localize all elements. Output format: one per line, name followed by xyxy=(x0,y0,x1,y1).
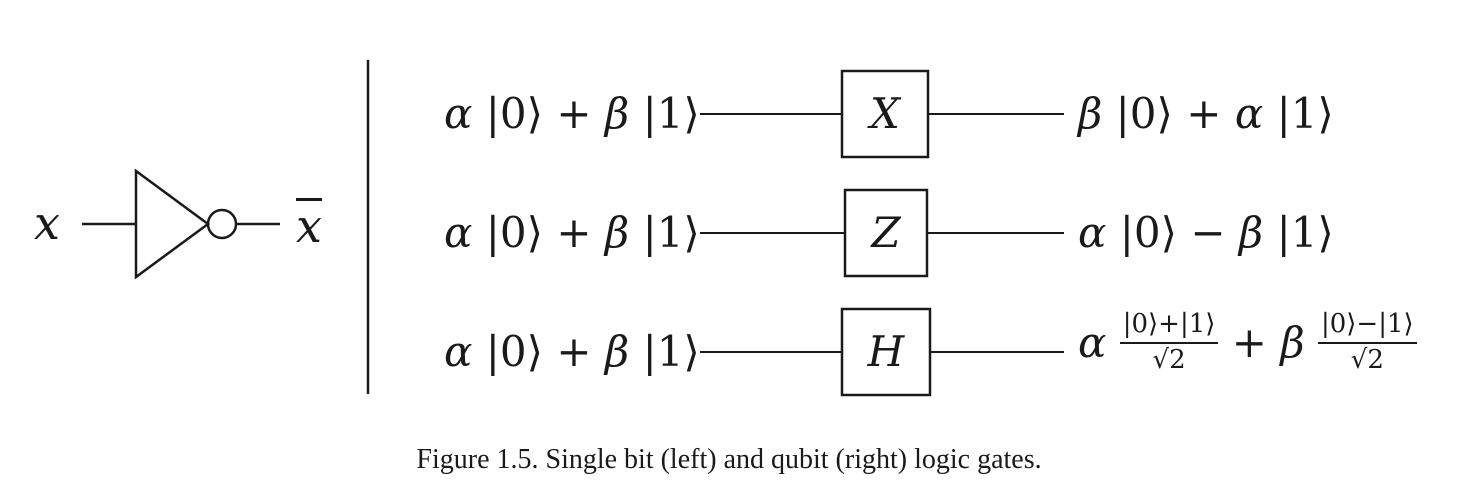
ket-one: |1⟩ xyxy=(1276,208,1334,257)
operator: + xyxy=(556,327,592,376)
z-gate-output-state: α |0⟩ − β |1⟩ xyxy=(1078,212,1334,254)
not-gate-triangle xyxy=(134,168,211,280)
h-gate-output-state: α |0⟩+|1⟩ √2 + β |0⟩−|1⟩ √2 xyxy=(1078,309,1417,376)
ket-zero: |0⟩ xyxy=(1119,208,1177,257)
coef-alpha: α xyxy=(444,327,473,376)
ket-one: |1⟩ xyxy=(642,89,700,138)
ket-one: |1⟩ xyxy=(1276,89,1334,138)
coef-alpha: α xyxy=(1078,208,1107,257)
fraction-numerator: |0⟩+|1⟩ xyxy=(1119,309,1219,344)
caption-text: Figure 1.5. Single bit (left) and qubit … xyxy=(416,444,1042,475)
operator: + xyxy=(1231,317,1267,367)
not-gate-output-label: x xyxy=(296,198,322,253)
coef-beta: β xyxy=(604,208,630,257)
coef-beta: β xyxy=(1280,317,1305,367)
coef-alpha: α xyxy=(1234,89,1264,138)
z-gate-label: Z xyxy=(871,208,901,257)
ket-zero: |0⟩ xyxy=(485,89,543,138)
coef-alpha: α xyxy=(444,208,473,257)
coef-alpha: α xyxy=(444,89,473,138)
coef-alpha: α xyxy=(1078,317,1107,367)
not-gate-input-label: x xyxy=(34,196,60,250)
ket-one: |1⟩ xyxy=(642,208,700,257)
figure-caption: Figure 1.5. Single bit (left) and qubit … xyxy=(0,444,1458,476)
ket-zero: |0⟩ xyxy=(1115,89,1173,138)
fraction-minus: |0⟩−|1⟩ √2 xyxy=(1317,309,1417,376)
operator: + xyxy=(556,208,592,257)
x-gate-output-state: β |0⟩ + α |1⟩ xyxy=(1078,93,1334,135)
fraction-numerator: |0⟩−|1⟩ xyxy=(1317,309,1417,344)
not-gate-bubble xyxy=(206,208,238,240)
x-gate-input-state: α |0⟩ + β |1⟩ xyxy=(444,93,700,135)
operator: − xyxy=(1190,208,1226,257)
coef-beta: β xyxy=(1078,89,1103,138)
h-gate-input-state: α |0⟩ + β |1⟩ xyxy=(444,331,700,373)
fraction-plus: |0⟩+|1⟩ √2 xyxy=(1119,309,1219,376)
h-gate-label: H xyxy=(867,327,905,376)
ket-zero: |0⟩ xyxy=(485,327,543,376)
coef-beta: β xyxy=(604,327,630,376)
x-gate-label: X xyxy=(870,89,900,138)
operator: + xyxy=(1186,89,1222,138)
operator: + xyxy=(556,89,592,138)
coef-beta: β xyxy=(604,89,630,138)
z-gate-input-state: α |0⟩ + β |1⟩ xyxy=(444,212,700,254)
ket-one: |1⟩ xyxy=(642,327,700,376)
fraction-denominator: √2 xyxy=(1152,344,1186,375)
coef-beta: β xyxy=(1238,208,1264,257)
fraction-denominator: √2 xyxy=(1350,344,1384,375)
ket-zero: |0⟩ xyxy=(485,208,543,257)
